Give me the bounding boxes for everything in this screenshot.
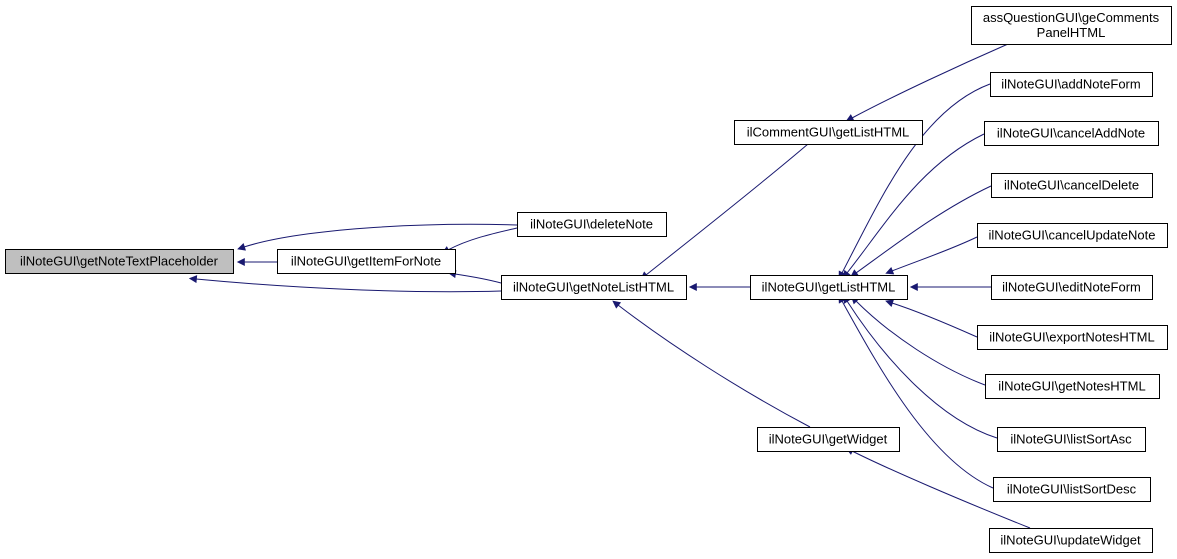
node-box bbox=[971, 6, 1172, 45]
edge-assQuestion-to-commentGetListHTML bbox=[845, 43, 1009, 122]
node-getItemForNote[interactable]: ilNoteGUI\getItemForNote bbox=[277, 249, 456, 274]
node-label: ilNoteGUI\addNoteForm bbox=[1001, 77, 1140, 92]
node-box bbox=[993, 477, 1151, 502]
node-label: ilNoteGUI\getListHTML bbox=[762, 280, 896, 295]
node-label: ilNoteGUI\cancelAddNote bbox=[997, 126, 1145, 141]
node-box bbox=[517, 212, 667, 237]
edge-getWidget-to-getNoteListHTML bbox=[612, 300, 811, 428]
node-box bbox=[757, 427, 900, 452]
node-getNotesHTML[interactable]: ilNoteGUI\getNotesHTML bbox=[985, 374, 1160, 399]
node-label: ilNoteGUI\getNotesHTML bbox=[998, 379, 1145, 394]
node-cancelUpdateNote[interactable]: ilNoteGUI\cancelUpdateNote bbox=[977, 223, 1168, 248]
node-box bbox=[977, 325, 1168, 350]
node-commentGetListHTML[interactable]: ilCommentGUI\getListHTML bbox=[734, 120, 923, 145]
node-box bbox=[990, 72, 1153, 97]
node-getListHTML[interactable]: ilNoteGUI\getListHTML bbox=[750, 275, 908, 300]
edge-updateWidget-to-getWidget bbox=[845, 447, 1031, 529]
edge-listSortDesc-to-getListHTML bbox=[838, 294, 994, 489]
node-label: ilNoteGUI\updateWidget bbox=[1000, 533, 1141, 548]
node-label: ilNoteGUI\editNoteForm bbox=[1002, 280, 1141, 295]
node-box bbox=[5, 249, 234, 274]
node-getWidget[interactable]: ilNoteGUI\getWidget bbox=[757, 427, 900, 452]
node-box bbox=[997, 427, 1146, 452]
node-label: ilNoteGUI\cancelUpdateNote bbox=[989, 228, 1156, 243]
node-label: ilNoteGUI\cancelDelete bbox=[1004, 178, 1139, 193]
node-listSortAsc[interactable]: ilNoteGUI\listSortAsc bbox=[997, 427, 1146, 452]
node-label: ilNoteGUI\getWidget bbox=[769, 432, 888, 447]
edge-listSortAsc-to-getListHTML bbox=[843, 294, 998, 439]
node-label: ilNoteGUI\getItemForNote bbox=[291, 254, 441, 269]
nodes-layer: ilNoteGUI\getNoteTextPlaceholder ilNoteGU… bbox=[5, 6, 1172, 553]
edges-layer bbox=[188, 43, 1031, 529]
edge-exportNotesHTML-to-getListHTML bbox=[885, 299, 978, 338]
node-cancelAddNote[interactable]: ilNoteGUI\cancelAddNote bbox=[984, 121, 1159, 146]
edge-commentGetListHTML-to-getNoteListHTML bbox=[640, 143, 809, 280]
node-exportNotesHTML[interactable]: ilNoteGUI\exportNotesHTML bbox=[977, 325, 1168, 350]
node-label: ilNoteGUI\getNoteTextPlaceholder bbox=[20, 254, 219, 269]
node-box bbox=[501, 275, 687, 300]
edge-cancelUpdateNote-to-getListHTML bbox=[885, 236, 978, 275]
node-listSortDesc[interactable]: ilNoteGUI\listSortDesc bbox=[993, 477, 1151, 502]
node-label: ilCommentGUI\getListHTML bbox=[747, 125, 910, 140]
edge-deleteNote-to-getNoteTextPlaceholder bbox=[237, 223, 518, 251]
node-getNoteListHTML[interactable]: ilNoteGUI\getNoteListHTML bbox=[501, 275, 687, 300]
node-updateWidget[interactable]: ilNoteGUI\updateWidget bbox=[989, 528, 1153, 553]
node-box bbox=[277, 249, 456, 274]
node-label: ilNoteGUI\listSortDesc bbox=[1007, 482, 1137, 497]
node-label: ilNoteGUI\getNoteListHTML bbox=[513, 280, 674, 295]
node-deleteNote[interactable]: ilNoteGUI\deleteNote bbox=[517, 212, 667, 237]
edge-getNoteListHTML-to-getItemForNote bbox=[447, 270, 502, 284]
edge-getNotesHTML-to-getListHTML bbox=[850, 295, 986, 386]
node-editNoteForm[interactable]: ilNoteGUI\editNoteForm bbox=[991, 275, 1153, 300]
node-box bbox=[750, 275, 908, 300]
edge-cancelAddNote-to-getListHTML bbox=[842, 133, 985, 279]
edge-getNoteListHTML-to-getNoteTextPlaceholder bbox=[188, 275, 502, 293]
node-box bbox=[984, 121, 1159, 146]
node-cancelDelete[interactable]: ilNoteGUI\cancelDelete bbox=[991, 173, 1153, 198]
node-label: assQuestionGUI\geComments bbox=[983, 10, 1160, 25]
node-addNoteForm[interactable]: ilNoteGUI\addNoteForm bbox=[990, 72, 1153, 97]
node-box bbox=[991, 173, 1153, 198]
node-label: ilNoteGUI\exportNotesHTML bbox=[989, 330, 1154, 345]
edge-addNoteForm-to-getListHTML bbox=[838, 83, 991, 280]
node-box bbox=[989, 528, 1153, 553]
node-box bbox=[985, 374, 1160, 399]
edge-deleteNote-to-getItemForNote bbox=[441, 227, 518, 254]
node-getNoteTextPlaceholder[interactable]: ilNoteGUI\getNoteTextPlaceholder bbox=[5, 249, 234, 274]
node-box bbox=[977, 223, 1168, 248]
edge-cancelDelete-to-getListHTML bbox=[850, 185, 992, 278]
node-label: PanelHTML bbox=[1037, 25, 1106, 40]
node-label: ilNoteGUI\deleteNote bbox=[530, 217, 653, 232]
node-box bbox=[734, 120, 923, 145]
node-label: ilNoteGUI\listSortAsc bbox=[1010, 432, 1132, 447]
node-box bbox=[991, 275, 1153, 300]
